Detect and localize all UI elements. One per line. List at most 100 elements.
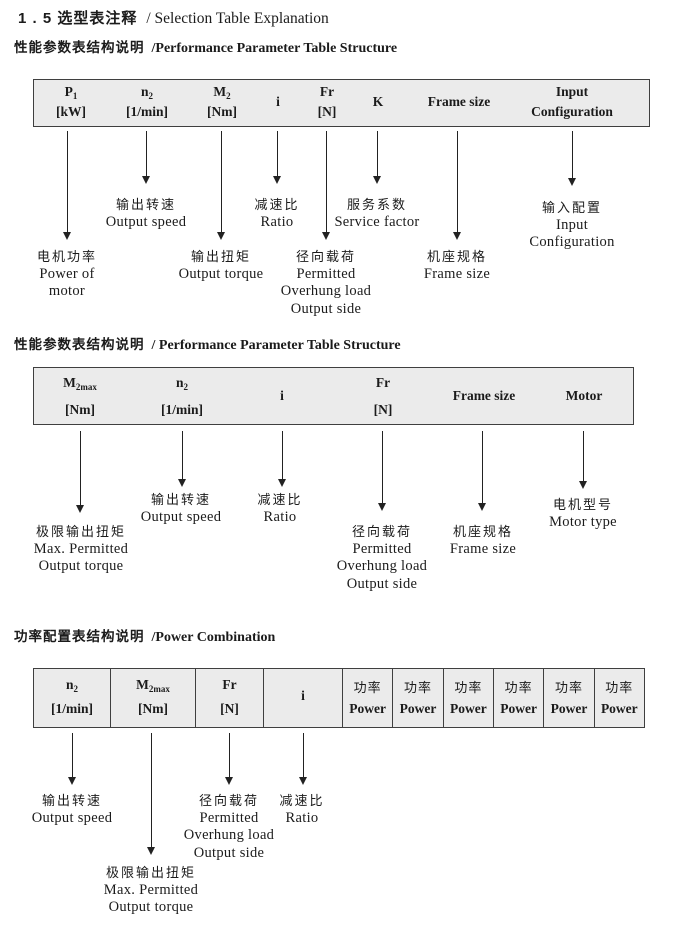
t3-col-n2: n2 [1/min] <box>34 669 111 727</box>
t3-col-power-6: 功率 Power <box>600 680 638 716</box>
t3-col-power-1: 功率 Power <box>343 669 394 727</box>
down-arrow-m2 <box>217 131 226 240</box>
note-overhung-load: 径向载荷 Permitted Overhung load Output side <box>183 793 275 861</box>
t1-col-n2: n2 [1/min] <box>112 80 182 126</box>
t1-m2-sym: M <box>213 84 227 99</box>
down-arrow-fr <box>322 131 331 240</box>
t1-input-line2: Configuration <box>531 104 613 119</box>
t3-n2-sym: n <box>65 677 74 692</box>
t3-fr-sym: Fr <box>222 677 237 692</box>
t3-m2max-unit: [Nm] <box>138 701 168 716</box>
note-ratio: 减速比 Ratio <box>257 492 303 525</box>
t2-col-motor: Motor <box>549 368 619 424</box>
note-output-speed: 输出转速 Output speed <box>31 793 113 826</box>
t2-col-n2: n2 [1/min] <box>147 368 217 424</box>
section1-heading-cn: 性能参数表结构说明 <box>14 40 145 55</box>
t3-col-power-5: 功率 Power <box>544 669 595 727</box>
section1-heading-en: /Performance Parameter Table Structure <box>151 41 398 56</box>
t3-n2-unit: [1/min] <box>51 701 93 716</box>
power-combination-table: n2 [1/min] M2max [Nm] Fr [N] i 功率 Power … <box>33 668 645 728</box>
t2-col-i: i <box>257 368 307 424</box>
t3-col-power-2: 功率 Power <box>393 669 444 727</box>
t1-fr-unit: [N] <box>317 104 337 119</box>
t3-n2-sub: 2 <box>73 684 79 694</box>
section2-heading: 性能参数表结构说明 / Performance Parameter Table … <box>14 333 401 354</box>
down-arrow-i <box>278 431 287 487</box>
t2-m2max-sym: M <box>63 375 76 390</box>
down-arrow-m2max <box>76 431 85 513</box>
t1-n2-sym: n <box>140 84 149 99</box>
t3-col-i: i <box>264 669 343 727</box>
down-arrow-frame-size <box>478 431 487 511</box>
note-frame-size: 机座规格 Frame size <box>423 249 491 282</box>
t1-i-sym: i <box>276 94 280 109</box>
performance-table-1: P1 [kW] n2 [1/min] M2 [Nm] i Fr [N] K Fr… <box>33 79 650 127</box>
section2-heading-cn: 性能参数表结构说明 <box>14 337 145 352</box>
t2-m2max-sub: 2max <box>75 382 97 392</box>
t1-m2-sub: 2 <box>226 91 231 101</box>
note-output-speed: 输出转速 Output speed <box>105 197 187 230</box>
note-max-output-torque: 极限输出扭矩 Max. Permitted Output torque <box>103 865 199 915</box>
section2-heading-en: / Performance Parameter Table Structure <box>151 338 401 353</box>
section3-heading: 功率配置表结构说明 /Power Combination <box>14 625 275 646</box>
t1-p1-sym: P <box>64 84 73 99</box>
note-motor-type: 电机型号 Motor type <box>549 497 617 530</box>
page-title: 1 . 5 选型表注释 / Selection Table Explanatio… <box>18 7 329 28</box>
t2-motor-sym: Motor <box>565 388 603 403</box>
note-overhung-load: 径向载荷 Permitted Overhung load Output side <box>280 249 372 317</box>
t2-m2max-unit: [Nm] <box>65 402 95 417</box>
t1-col-m2: M2 [Nm] <box>187 80 257 126</box>
t3-m2max-sym: M <box>136 677 149 692</box>
t3-col-fr: Fr [N] <box>196 669 264 727</box>
t1-col-i: i <box>253 80 303 126</box>
t3-m2max-sub: 2max <box>148 684 170 694</box>
t3-col-power-4: 功率 Power <box>494 669 545 727</box>
t2-frame-sym: Frame size <box>452 388 516 403</box>
t1-frame-sym: Frame size <box>427 94 491 109</box>
t2-col-m2max: M2max [Nm] <box>45 368 115 424</box>
down-arrow-p1 <box>63 131 72 240</box>
note-input-configuration: 输入配置 Input Configuration <box>529 200 615 250</box>
t3-fr-unit: [N] <box>220 701 239 716</box>
t1-p1-unit: [kW] <box>56 104 86 119</box>
note-ratio: 减速比 Ratio <box>279 793 325 826</box>
page-title-en: / Selection Table Explanation <box>146 10 329 27</box>
t1-p1-sub: 1 <box>72 91 78 101</box>
t1-n2-unit: [1/min] <box>126 104 168 119</box>
down-arrow-input-configuration <box>568 131 577 186</box>
note-service-factor: 服务系数 Service factor <box>334 197 420 230</box>
t3-col-power-3: 功率 Power <box>444 669 494 727</box>
note-frame-size: 机座规格 Frame size <box>449 524 517 557</box>
t1-m2-unit: [Nm] <box>207 104 237 119</box>
t1-col-frame-size: Frame size <box>409 80 509 126</box>
down-arrow-n2 <box>68 733 77 785</box>
note-overhung-load: 径向载荷 Permitted Overhung load Output side <box>336 524 428 592</box>
down-arrow-motor <box>579 431 588 489</box>
section1-heading: 性能参数表结构说明 /Performance Parameter Table S… <box>14 36 397 57</box>
t2-fr-unit: [N] <box>373 402 393 417</box>
down-arrow-fr <box>225 733 234 785</box>
note-ratio: 减速比 Ratio <box>254 197 300 230</box>
down-arrow-fr <box>378 431 387 511</box>
t1-input-line1: Input <box>555 84 589 99</box>
t2-n2-sub: 2 <box>183 382 189 392</box>
t2-fr-sym: Fr <box>375 375 391 390</box>
t2-col-fr: Fr [N] <box>358 368 408 424</box>
down-arrow-k <box>373 131 382 184</box>
t1-k-sym: K <box>372 94 384 109</box>
t1-col-p1: P1 [kW] <box>36 80 106 126</box>
down-arrow-m2max <box>147 733 156 855</box>
down-arrow-n2 <box>142 131 151 184</box>
t2-col-frame-size: Frame size <box>434 368 534 424</box>
note-max-output-torque: 极限输出扭矩 Max. Permitted Output torque <box>33 524 129 574</box>
down-arrow-n2 <box>178 431 187 487</box>
t2-n2-sym: n <box>175 375 184 390</box>
t3-i-sym: i <box>301 688 305 703</box>
page-title-cn: 1 . 5 选型表注释 <box>18 10 138 27</box>
t1-n2-sub: 2 <box>148 91 154 101</box>
section3-heading-en: /Power Combination <box>151 630 276 645</box>
performance-table-2: M2max [Nm] n2 [1/min] i Fr [N] Frame siz… <box>33 367 634 425</box>
t1-col-k: K <box>353 80 403 126</box>
t1-col-fr: Fr [N] <box>302 80 352 126</box>
